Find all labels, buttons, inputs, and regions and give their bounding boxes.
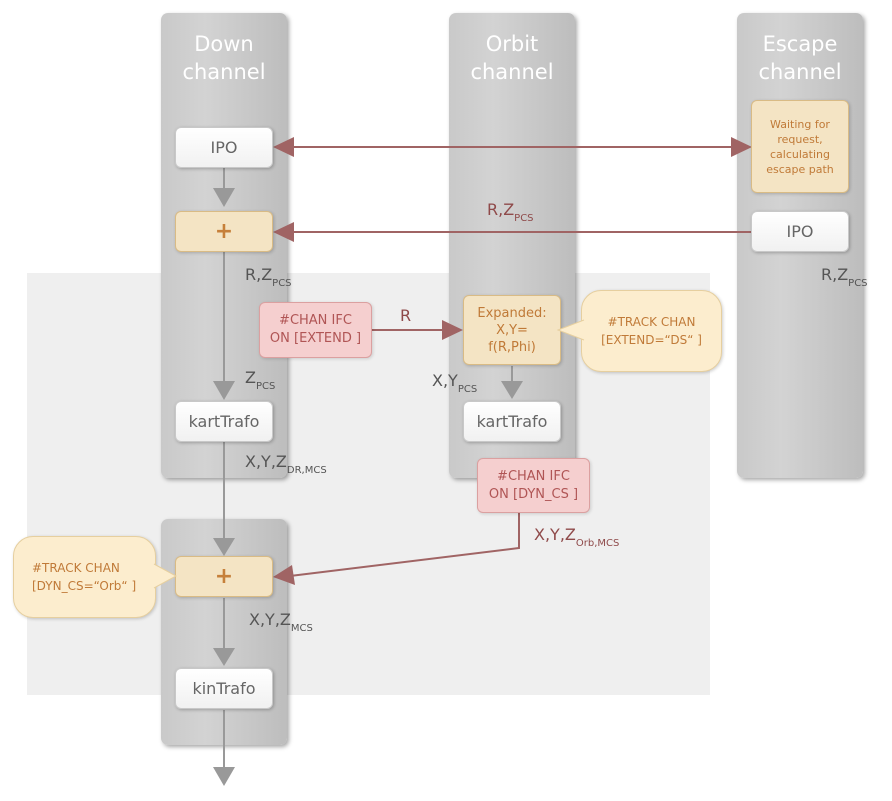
- label-z-pcs: ZPCS: [245, 368, 276, 392]
- label-rz-pcs-escape: R,ZPCS: [487, 200, 534, 224]
- orbit-expanded-box: Expanded: X,Y= f(R,Phi): [463, 295, 561, 365]
- track-chan-dyncs-callout: #TRACK CHAN [DYN_CS=“Orb“ ]: [13, 536, 156, 618]
- down-karttrafo-box: kartTrafo: [175, 401, 273, 442]
- orbit-karttrafo-box: kartTrafo: [463, 401, 561, 442]
- down-plus-box: +: [175, 211, 273, 252]
- label-xy-pcs: X,YPCS: [432, 371, 478, 395]
- label-rz-pcs-down: R,ZPCS: [245, 265, 292, 289]
- chan-ifc-dyncs-box: #CHAN IFC ON [DYN_CS ]: [477, 458, 590, 513]
- escape-ipo-box: IPO: [751, 211, 849, 252]
- escape-waiting-box: Waiting for request, calculating escape …: [751, 100, 849, 193]
- label-xyz-mcs: X,Y,ZMCS: [249, 610, 313, 634]
- label-r: R: [400, 306, 412, 325]
- orbit-karttrafo-label: kartTrafo: [476, 412, 548, 431]
- down-ipo-label: IPO: [210, 138, 238, 157]
- track-extend-callout-pointer: [556, 319, 585, 341]
- down-kintrafo-box: kinTrafo: [175, 668, 273, 709]
- label-xyz-dr-mcs: X,Y,ZDR,MCS: [245, 452, 327, 476]
- down-plus2-label: +: [214, 564, 234, 589]
- escape-ipo-label: IPO: [786, 222, 814, 241]
- orbit-channel-column: [449, 13, 575, 478]
- chan-ifc-extend-box: #CHAN IFC ON [EXTEND ]: [259, 302, 372, 358]
- down-karttrafo-label: kartTrafo: [188, 412, 260, 431]
- down-ipo-box: IPO: [175, 127, 273, 168]
- down-plus-label: +: [214, 219, 234, 244]
- down-plus2-box: +: [175, 556, 273, 597]
- track-chan-extend-callout: #TRACK CHAN [EXTEND=“DS“ ]: [581, 290, 722, 372]
- down-kintrafo-label: kinTrafo: [192, 679, 256, 698]
- label-rz-pcs-escape-out: R,ZPCS: [821, 265, 868, 289]
- arrow-orbit-to-plus2: [289, 513, 520, 577]
- label-xyz-orb-mcs: X,Y,ZOrb,MCS: [534, 525, 620, 549]
- track-dyncs-callout-pointer: [153, 563, 178, 589]
